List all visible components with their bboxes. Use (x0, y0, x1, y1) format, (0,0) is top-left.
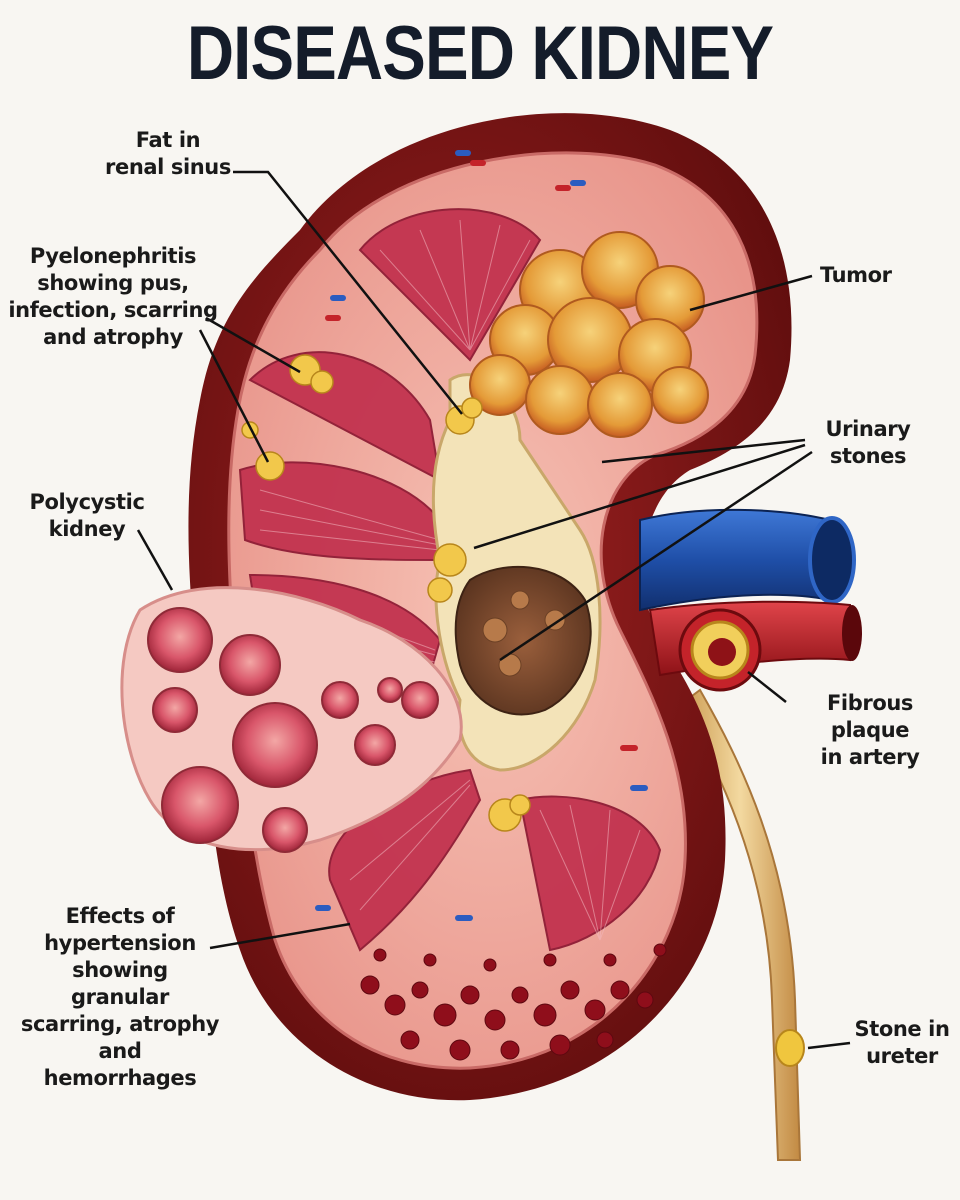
label-tumor: Tumor (820, 262, 940, 289)
tumor (469, 231, 709, 438)
label-line: and hemorrhages (43, 1039, 197, 1090)
label-line: showing pus, (37, 271, 189, 295)
label-line: kidney (48, 517, 126, 541)
label-line: in artery (820, 745, 920, 769)
label-line: Effects of (65, 904, 175, 928)
pus-clusters (241, 354, 531, 832)
renal-artery-lumen (842, 605, 862, 661)
label-line: ureter (866, 1044, 938, 1068)
renal-vein-lumen (808, 516, 856, 604)
label-line: and atrophy (43, 325, 183, 349)
cysts (147, 607, 439, 853)
label-line: showing granular (71, 958, 169, 1009)
renal-vein (639, 508, 831, 612)
ureter-stone (775, 1029, 805, 1067)
label-line: Stone in (854, 1017, 950, 1041)
label-pyelonephritis: Pyelonephritis showing pus, infection, s… (8, 243, 218, 351)
pelvis-stones (482, 590, 566, 677)
leader-lines (136, 170, 851, 1050)
label-stone-in-ureter: Stone in ureter (852, 1016, 952, 1070)
label-line: Fibrous plaque (826, 691, 913, 742)
label-fat-renal-sinus: Fat in renal sinus (84, 127, 252, 181)
label-line: Fat in (135, 128, 201, 152)
label-line: hypertension (44, 931, 196, 955)
label-hypertension: Effects of hypertension showing granular… (20, 903, 220, 1092)
label-line: Polycystic (29, 490, 145, 514)
label-line: scarring, atrophy (20, 1012, 220, 1036)
label-line: Urinary (825, 417, 911, 441)
renal-pelvis (454, 565, 592, 716)
small-vessels (315, 150, 648, 921)
label-urinary-stones: Urinary stones (808, 416, 928, 470)
label-line: infection, scarring (8, 298, 218, 322)
page-title: DISEASED KIDNEY (186, 11, 774, 96)
label-line: stones (829, 444, 907, 468)
hemorrhages (360, 943, 667, 1061)
label-line: Pyelonephritis (29, 244, 197, 268)
artery-lumen-narrowed (708, 638, 736, 666)
label-polycystic-kidney: Polycystic kidney (12, 489, 162, 543)
label-fibrous-plaque: Fibrous plaque in artery (786, 690, 954, 771)
label-line: renal sinus (105, 155, 231, 179)
label-line: Tumor (820, 263, 892, 287)
